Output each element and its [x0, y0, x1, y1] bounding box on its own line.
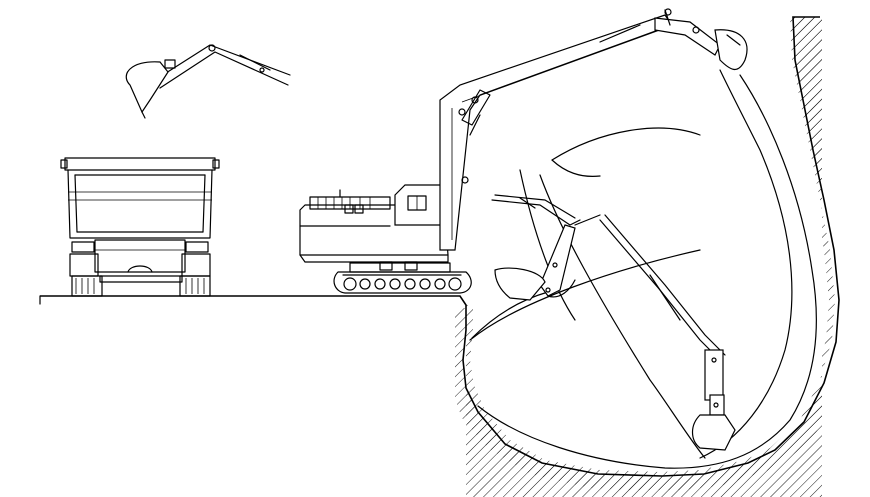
attachment-position-2: [491, 194, 581, 301]
attachment-position-4: [547, 214, 601, 298]
dump-truck: [60, 157, 220, 297]
hydraulic-excavator: [299, 8, 748, 294]
track-rollers: [343, 277, 462, 291]
attachment-position-3: [599, 214, 736, 451]
digging-envelope-arcs: [469, 69, 817, 469]
pit-hatched-rock: [455, 17, 839, 497]
excavator-attachment-positions: [125, 44, 736, 451]
attachment-position-1: [125, 44, 291, 119]
